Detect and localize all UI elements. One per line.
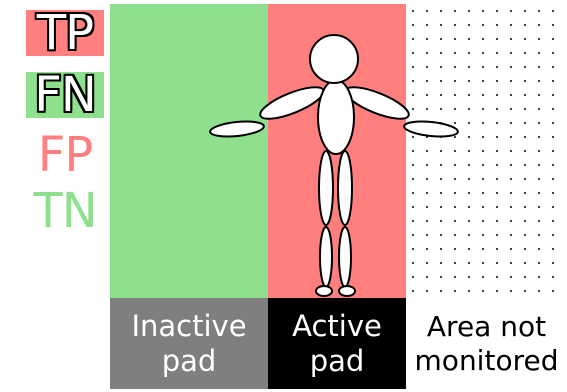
head: [310, 35, 358, 83]
left-upper-arm: [257, 81, 328, 125]
torso: [318, 80, 354, 154]
right-shin: [339, 227, 351, 287]
left-forearm: [209, 119, 264, 139]
right-foot: [339, 286, 355, 296]
right-thigh: [338, 151, 352, 225]
left-foot: [316, 286, 332, 296]
left-shin: [320, 227, 332, 287]
left-thigh: [319, 151, 333, 225]
right-forearm: [403, 119, 458, 139]
